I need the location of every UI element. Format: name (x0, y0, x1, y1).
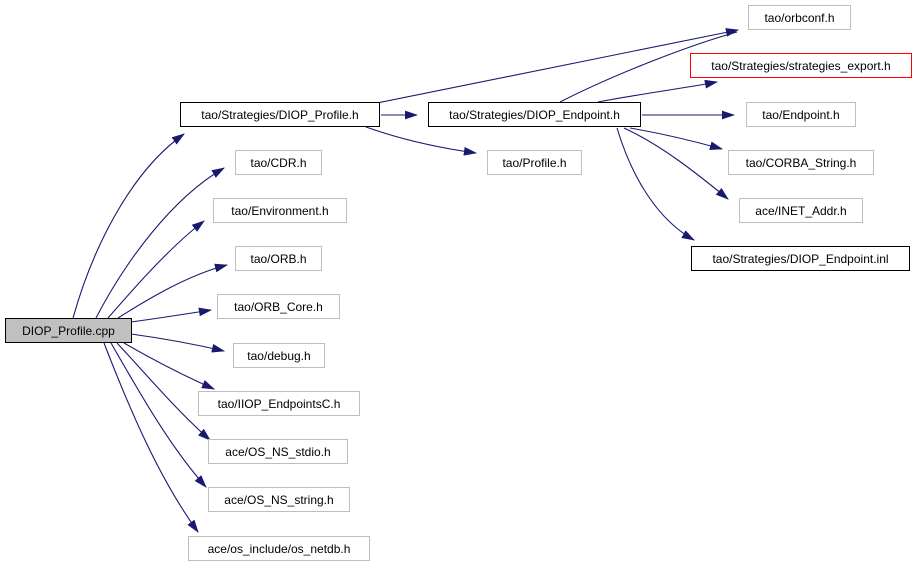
edge-cpp-to-debug-h (130, 333, 226, 353)
node-corba-string-h[interactable]: tao/CORBA_String.h (728, 150, 874, 175)
node-inet-addr-h[interactable]: ace/INET_Addr.h (739, 198, 863, 223)
node-environment-h[interactable]: tao/Environment.h (213, 198, 347, 223)
node-os-ns-stdio-h[interactable]: ace/OS_NS_stdio.h (208, 439, 348, 464)
node-debug-h[interactable]: tao/debug.h (233, 343, 325, 368)
node-endpoint-h[interactable]: tao/Endpoint.h (746, 102, 856, 127)
edge-diop-endpoint-h-to-corba-string-h (629, 127, 724, 150)
node-orbconf-h[interactable]: tao/orbconf.h (748, 5, 851, 30)
edge-diop-profile-h-to-profile-h (365, 126, 478, 156)
edge-cpp-to-environment-h (107, 220, 205, 319)
node-orb-core-h[interactable]: tao/ORB_Core.h (217, 294, 340, 319)
edge-cpp-to-os-ns-stdio-h (116, 342, 211, 441)
edge-cpp-to-diop-profile-h (72, 133, 185, 319)
node-os-ns-string-h[interactable]: ace/OS_NS_string.h (208, 487, 350, 512)
node-orb-h[interactable]: tao/ORB.h (235, 246, 322, 271)
edge-cpp-to-orb-h (117, 263, 229, 319)
node-os-netdb-h[interactable]: ace/os_include/os_netdb.h (188, 536, 370, 561)
edge-cpp-to-os-ns-string-h (110, 342, 207, 488)
node-iiop-endpointsc-h[interactable]: tao/IIOP_EndpointsC.h (198, 391, 360, 416)
edge-diop-profile-h-to-orbconf-h (376, 28, 740, 104)
edge-diop-endpoint-h-to-orbconf-h (559, 31, 738, 103)
node-diop-profile-h[interactable]: tao/Strategies/DIOP_Profile.h (180, 102, 380, 127)
node-profile-h[interactable]: tao/Profile.h (487, 150, 582, 175)
node-diop-endpoint-inl[interactable]: tao/Strategies/DIOP_Endpoint.inl (691, 246, 910, 271)
node-diop-profile-cpp: DIOP_Profile.cpp (5, 318, 132, 343)
node-strategies-export-h[interactable]: tao/Strategies/strategies_export.h (690, 53, 912, 78)
node-cdr-h[interactable]: tao/CDR.h (235, 150, 322, 175)
edge-cpp-to-orb-core-h (130, 307, 213, 323)
edge-diop-endpoint-h-to-diop-endpoint-inl (616, 127, 695, 241)
node-diop-endpoint-h[interactable]: tao/Strategies/DIOP_Endpoint.h (428, 102, 641, 127)
edge-cpp-to-iiop-endpointsc-h (123, 342, 216, 390)
edge-cpp-to-os-netdb-h (103, 342, 199, 533)
edge-diop-endpoint-h-to-inet-addr-h (623, 127, 729, 200)
edge-cpp-to-cdr-h (95, 167, 225, 319)
edge-diop-endpoint-h-to-strategies-export-h (597, 79, 719, 103)
